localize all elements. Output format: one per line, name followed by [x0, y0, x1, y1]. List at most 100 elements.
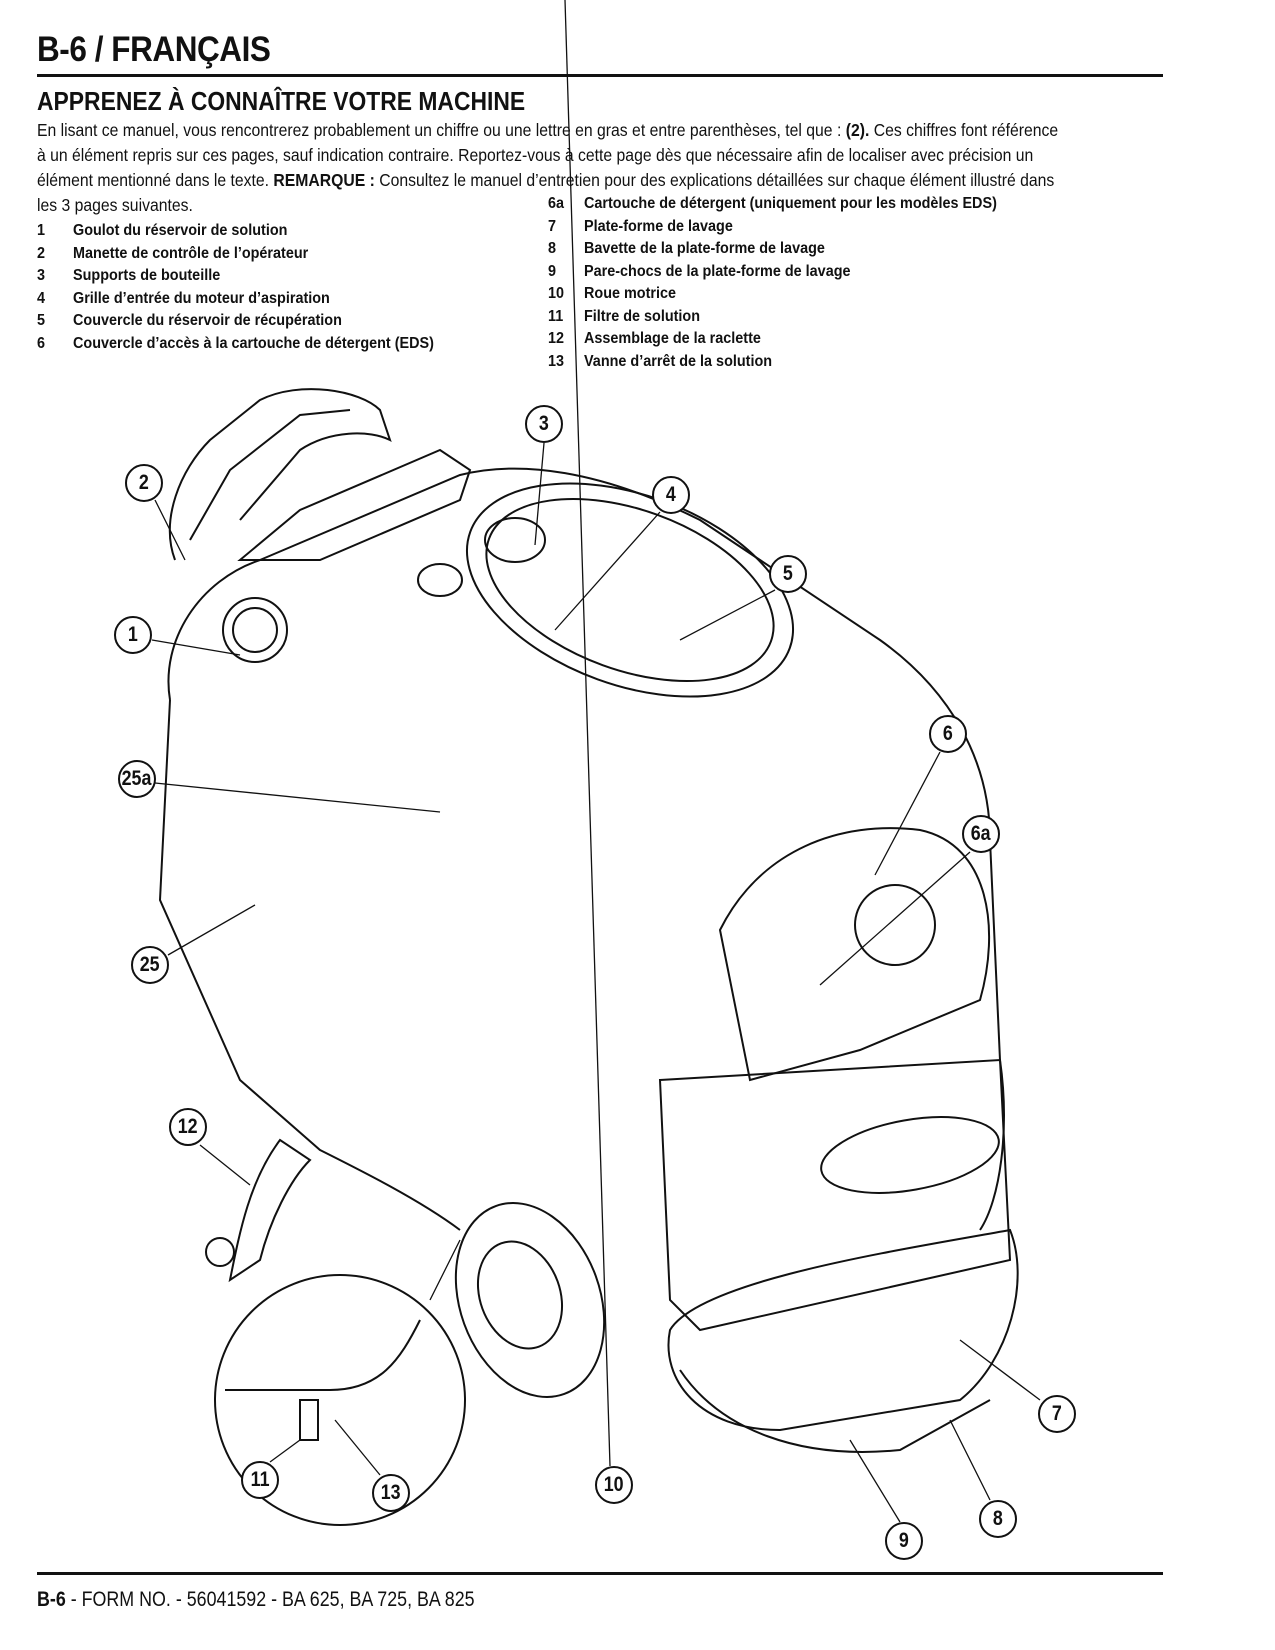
part-label: Bavette de la plate-forme de lavage [584, 240, 825, 257]
callout-6: 6 [929, 715, 967, 753]
callout-number: 8 [993, 1507, 1003, 1530]
parts-list-item: 10 Roue motrice [548, 283, 997, 306]
parts-list-left: 1 Goulot du réservoir de solution 2 Manette… [37, 220, 434, 355]
callout-number: 2 [139, 471, 149, 494]
callout-number: 5 [783, 562, 793, 585]
part-number: 10 [548, 285, 565, 302]
front-housing [658, 1058, 1012, 1332]
part-number: 12 [548, 330, 565, 347]
part-number: 2 [37, 244, 46, 262]
callout-number: 25 [140, 953, 160, 976]
callout-4: 4 [652, 476, 690, 514]
callout-25a: 25a [118, 760, 156, 798]
part-number: 8 [548, 240, 557, 257]
part-label: Assemblage de la raclette [584, 330, 761, 347]
note-label: REMARQUE : [273, 170, 375, 190]
callout-9: 9 [885, 1522, 923, 1560]
parts-list-right: 6a Cartouche de détergent (uniquement pou… [548, 193, 997, 373]
parts-list-item: 12 Assemblage de la raclette [548, 328, 997, 351]
header-rule [37, 74, 1163, 77]
parts-list-item: 5 Couvercle du réservoir de récupération [37, 310, 434, 333]
control-panel [237, 448, 472, 561]
squeegee-assembly [228, 1138, 312, 1283]
part-number: 6a [548, 195, 565, 212]
callout-number: 7 [1052, 1402, 1062, 1425]
parts-list-item: 9 Pare-chocs de la plate-forme de lavage [548, 261, 997, 284]
part-number: 1 [37, 222, 46, 239]
callout-number: 10 [604, 1473, 624, 1496]
part-label: Couvercle du réservoir de récupération [73, 312, 342, 329]
callout-3: 3 [525, 405, 563, 443]
drive-wheel [454, 1202, 606, 1398]
part-label: Plate-forme de lavage [584, 217, 733, 235]
callout-number: 25a [122, 767, 152, 790]
part-label: Couvercle d’accès à la cartouche de déte… [73, 334, 434, 352]
callout-number: 6 [943, 722, 953, 745]
parts-list-item: 7 Plate-forme de lavage [548, 216, 997, 239]
part-label: Filtre de solution [584, 307, 701, 325]
callout-number: 1 [128, 623, 138, 646]
part-number: 3 [37, 267, 46, 284]
parts-list-item: 1 Goulot du réservoir de solution [37, 220, 434, 243]
part-number: 7 [548, 217, 557, 235]
parts-list-item: 3 Supports de bouteille [37, 265, 434, 288]
detergent-cover [718, 827, 991, 1082]
parts-list-item: 8 Bavette de la plate-forme de lavage [548, 238, 997, 261]
page-title: B-6 / FRANÇAIS [37, 30, 271, 69]
callout-number: 4 [666, 483, 676, 506]
callout-6a: 6a [962, 815, 1000, 853]
intro-example: (2). [845, 120, 870, 140]
callout-number: 3 [539, 412, 549, 435]
part-label: Vanne d’arrêt de la solution [584, 352, 773, 370]
intro-text: En lisant ce manuel, vous rencontrerez p… [37, 120, 846, 140]
intro-text: Ces chiffres font référence [869, 120, 1059, 140]
callout-12: 12 [169, 1108, 207, 1146]
callout-10: 10 [595, 1466, 633, 1504]
part-number: 13 [548, 352, 565, 370]
part-label: Cartouche de détergent (uniquement pour … [584, 195, 997, 212]
recovery-tank-lid [465, 482, 795, 698]
callout-7: 7 [1038, 1395, 1076, 1433]
intro-text: les 3 pages suivantes. [37, 195, 193, 215]
part-label: Roue motrice [584, 285, 677, 302]
part-number: 4 [37, 289, 46, 307]
part-label: Manette de contrôle de l’opérateur [73, 244, 309, 262]
parts-list-item: 6a Cartouche de détergent (uniquement pou… [548, 193, 997, 216]
parts-list-item: 2 Manette de contrôle de l’opérateur [37, 243, 434, 266]
footer: B-6 - FORM NO. - 56041592 - BA 625, BA 7… [37, 1588, 475, 1612]
part-label: Grille d’entrée du moteur d’aspiration [73, 289, 330, 307]
callout-25: 25 [131, 946, 169, 984]
leader-lines [151, 0, 1041, 1523]
solution-fill-neck [222, 597, 288, 663]
callout-13: 13 [372, 1474, 410, 1512]
callout-11: 11 [241, 1461, 279, 1499]
part-number: 6 [37, 334, 46, 352]
machine-body [167, 467, 1005, 1231]
part-label: Pare-chocs de la plate-forme de lavage [584, 262, 851, 280]
callout-8: 8 [979, 1500, 1017, 1538]
parts-list-item: 4 Grille d’entrée du moteur d’aspiration [37, 288, 434, 311]
footer-rule [37, 1572, 1163, 1575]
operator-handle [168, 388, 392, 561]
part-label: Supports de bouteille [73, 267, 221, 284]
part-number: 9 [548, 262, 557, 280]
intro-text: à un élément repris sur ces pages, sauf … [37, 145, 1034, 165]
callout-2: 2 [125, 464, 163, 502]
scrub-deck [667, 1228, 1019, 1432]
part-label: Goulot du réservoir de solution [73, 222, 288, 239]
callout-number: 11 [250, 1468, 270, 1491]
intro-paragraph: En lisant ce manuel, vous rencontrerez p… [37, 118, 1153, 218]
callout-1: 1 [114, 616, 152, 654]
intro-text: élément mentionné dans le texte. [37, 170, 274, 190]
parts-list-item: 13 Vanne d’arrêt de la solution [548, 351, 997, 374]
footer-form-text: - FORM NO. - 56041592 - BA 625, BA 725, … [65, 1588, 475, 1611]
callout-number: 9 [899, 1529, 909, 1552]
callout-5: 5 [769, 555, 807, 593]
parts-list-item: 6 Couvercle d’accès à la cartouche de dét… [37, 333, 434, 356]
section-title: APPRENEZ À CONNAÎTRE VOTRE MACHINE [37, 86, 526, 116]
part-number: 5 [37, 312, 46, 329]
callout-number: 13 [381, 1481, 401, 1504]
footer-page-ref: B-6 [37, 1588, 66, 1611]
